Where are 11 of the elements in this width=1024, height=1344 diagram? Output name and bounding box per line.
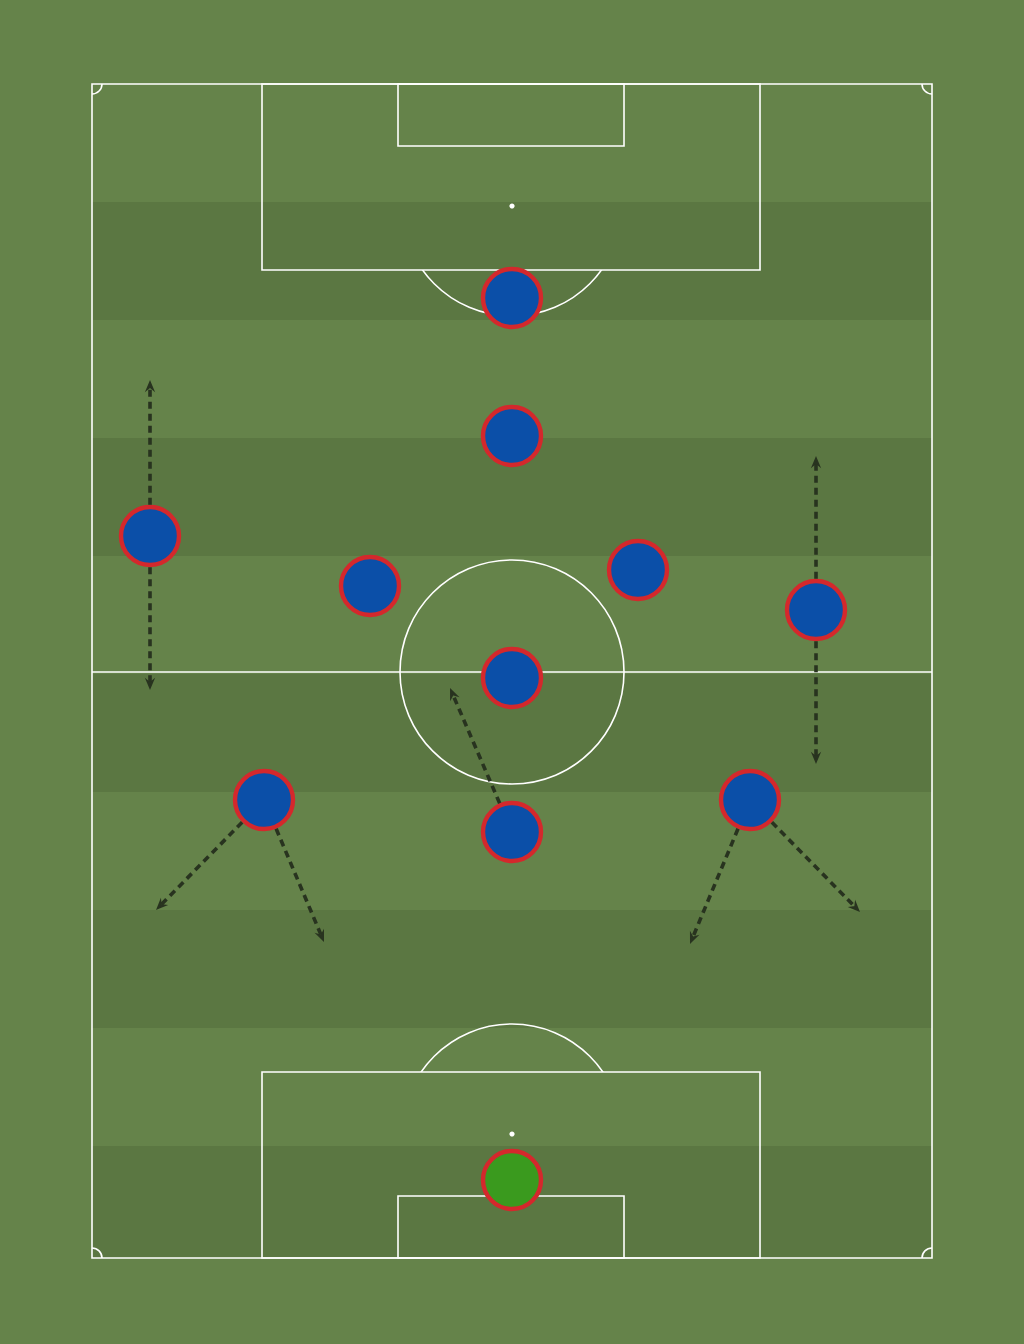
player-circle [480, 1148, 544, 1212]
arrow [156, 821, 244, 910]
player-circle [232, 768, 296, 832]
player-circle [480, 800, 544, 864]
player-circle [718, 768, 782, 832]
arrow [770, 821, 860, 912]
player-circle [480, 646, 544, 710]
player-circle [606, 538, 670, 602]
player-circle [338, 554, 402, 618]
player-circle [480, 404, 544, 468]
player-circle [480, 266, 544, 330]
